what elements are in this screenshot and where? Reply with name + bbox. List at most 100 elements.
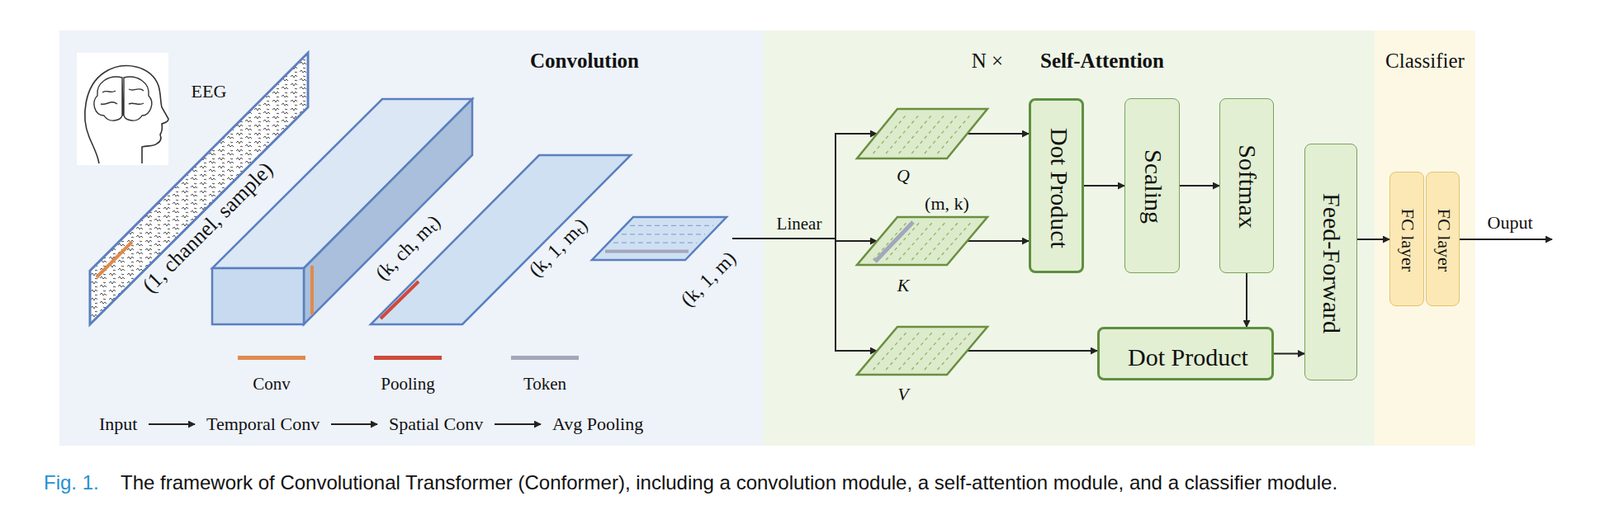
pipeline-step: Input bbox=[99, 414, 138, 435]
process-box: Softmax bbox=[1219, 98, 1274, 274]
process-box: Feed-Forward bbox=[1304, 143, 1358, 381]
pipeline-step: Avg Pooling bbox=[552, 414, 644, 435]
repeat-count: N × bbox=[971, 49, 1004, 73]
token-line bbox=[873, 331, 908, 370]
figure-caption: The framework of Convolutional Transform… bbox=[120, 472, 1338, 494]
matrix-label: Q bbox=[896, 165, 910, 186]
self-attention-panel: N × Self-AttentionQ K V Dot Product Scaling So… bbox=[763, 30, 1375, 446]
classifier-panel: Classifier FC layer FC layer bbox=[1374, 30, 1476, 446]
matrix-outline bbox=[856, 217, 988, 266]
token-mark bbox=[605, 250, 689, 254]
token-line bbox=[613, 242, 697, 244]
box-label: FC layer bbox=[1433, 208, 1454, 271]
token-line bbox=[885, 113, 920, 154]
fc-layer-box: FC layer bbox=[1389, 171, 1425, 307]
box-label: Feed-Forward bbox=[1318, 193, 1346, 334]
matrix-label: K bbox=[897, 275, 910, 296]
pipeline-step: Temporal Conv bbox=[206, 414, 320, 435]
token-line bbox=[899, 222, 933, 261]
edge-label: Linear bbox=[776, 214, 823, 234]
flow-arrow bbox=[732, 133, 877, 239]
token-line bbox=[899, 331, 933, 370]
legend-text: Token bbox=[523, 374, 567, 394]
token-line bbox=[924, 113, 959, 154]
token-line bbox=[873, 113, 908, 154]
eeg-label: EEG bbox=[191, 81, 228, 102]
matrix-outline bbox=[856, 326, 988, 375]
flow-arrow bbox=[967, 350, 1098, 352]
token-line bbox=[911, 331, 946, 370]
icon-ground bbox=[76, 52, 169, 166]
block-front bbox=[212, 268, 304, 325]
flow-arrow bbox=[967, 132, 1029, 135]
process-box: Dot Product bbox=[1097, 326, 1274, 381]
process-box: Dot Product bbox=[1028, 98, 1085, 274]
token-line bbox=[937, 331, 971, 370]
box-label: Softmax bbox=[1234, 144, 1262, 229]
classifier-panel-ground bbox=[1374, 30, 1476, 446]
legend-text: Pooling bbox=[380, 374, 435, 394]
token-plane: (k, 1, m) bbox=[591, 217, 733, 261]
matrix-outline bbox=[856, 108, 988, 159]
value-matrix: V bbox=[856, 326, 988, 375]
pipeline-arrow bbox=[148, 423, 195, 426]
token-line bbox=[621, 233, 706, 235]
flow-arrow bbox=[732, 238, 877, 351]
conv-kernel-mark bbox=[96, 241, 133, 278]
spatial-plane bbox=[370, 155, 631, 325]
head-outline bbox=[85, 66, 169, 164]
panel-heading: Classifier bbox=[1385, 49, 1465, 73]
flow-arrow bbox=[967, 240, 1029, 242]
attention-panel-ground bbox=[763, 30, 1375, 446]
token-line bbox=[873, 222, 908, 261]
token-line bbox=[899, 113, 933, 154]
plane-shape bbox=[591, 217, 733, 261]
box-label: Dot Product bbox=[1045, 127, 1073, 249]
flow-arrow bbox=[1357, 238, 1390, 241]
token-line bbox=[924, 222, 959, 261]
token-line bbox=[937, 113, 971, 154]
conv-panel-ground bbox=[59, 30, 764, 446]
pipeline-arrow bbox=[494, 423, 541, 426]
flow-arrow bbox=[1179, 184, 1220, 187]
matrix-shape bbox=[856, 326, 988, 375]
conv-kernel-mark bbox=[310, 265, 314, 315]
process-box: Scaling bbox=[1124, 98, 1180, 274]
legend-swatch bbox=[373, 355, 442, 360]
panel-heading: Convolution bbox=[530, 49, 640, 73]
eeg-strip bbox=[89, 52, 308, 325]
box-label: Dot Product bbox=[1127, 342, 1249, 370]
box-label: Scaling bbox=[1139, 149, 1167, 224]
token-line bbox=[885, 331, 920, 370]
query-matrix: Q bbox=[856, 108, 988, 159]
output-label: Ouput bbox=[1487, 213, 1534, 233]
pipeline-arrow bbox=[331, 423, 378, 426]
flow-arrow bbox=[1245, 273, 1248, 327]
pooling-mark bbox=[380, 281, 419, 319]
legend-swatch bbox=[511, 355, 579, 360]
output-arrow bbox=[1459, 238, 1553, 241]
brain-drawing bbox=[94, 76, 152, 121]
panel-heading: Self-Attention bbox=[1040, 49, 1165, 73]
token-line bbox=[885, 222, 920, 261]
box-label: FC layer bbox=[1397, 208, 1418, 271]
flow-arrow bbox=[1273, 353, 1305, 356]
token-line bbox=[937, 222, 971, 261]
token-line bbox=[924, 331, 959, 370]
token-mark bbox=[875, 222, 914, 262]
token-line bbox=[911, 222, 946, 261]
matrix-shape bbox=[856, 217, 988, 266]
pipeline-step: Spatial Conv bbox=[388, 414, 483, 435]
token-line bbox=[629, 225, 714, 227]
matrix-label: V bbox=[897, 384, 909, 405]
flow-arrow bbox=[1084, 184, 1125, 187]
dimension-label: (m, k) bbox=[924, 194, 970, 214]
plane-outline bbox=[591, 217, 727, 261]
fc-layer-box: FC layer bbox=[1425, 171, 1460, 307]
figure-number: Fig. 1. bbox=[43, 472, 100, 494]
token-line bbox=[911, 113, 946, 154]
matrix-shape bbox=[856, 108, 988, 159]
legend-swatch bbox=[237, 355, 306, 360]
